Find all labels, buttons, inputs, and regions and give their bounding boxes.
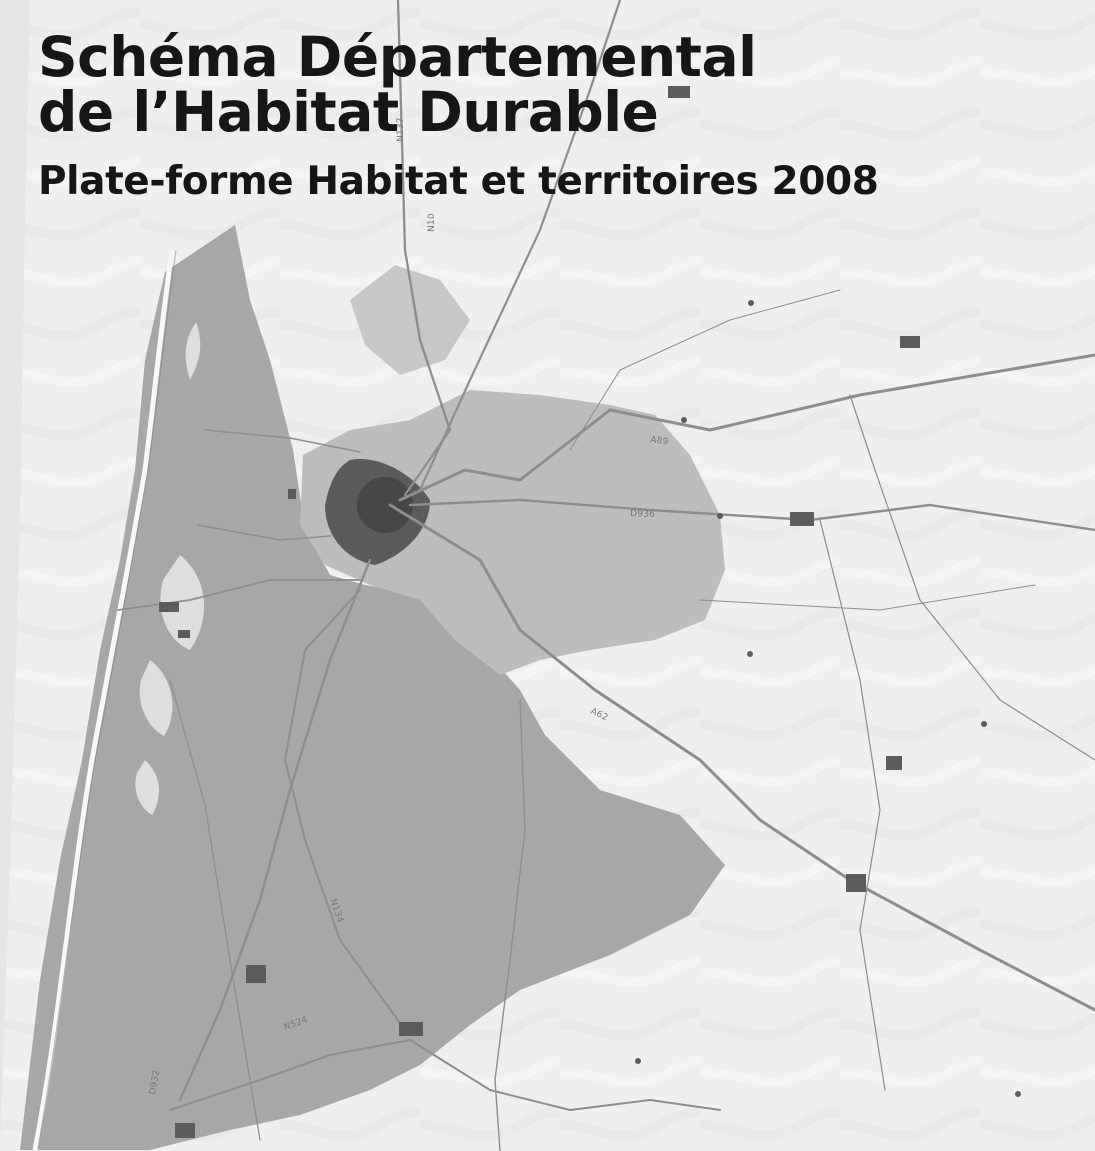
- central-zone: [300, 390, 725, 675]
- settlement: [175, 1123, 195, 1138]
- title-block: Schéma Départemental de l’Habitat Durabl…: [38, 30, 978, 202]
- settlement: [790, 512, 814, 526]
- coastal-road: [117, 579, 361, 611]
- road-label-a89: A89: [650, 435, 669, 447]
- road-label-n137: N137: [396, 117, 406, 142]
- inner-road: [169, 679, 261, 1141]
- lake-north: [185, 322, 201, 380]
- coastline-highlight: [32, 249, 175, 1151]
- settlement: [635, 1058, 641, 1064]
- settlement: [900, 336, 920, 348]
- road-label-n10: N10: [427, 213, 437, 232]
- title-line-1: Schéma Départemental: [38, 25, 757, 89]
- settlement: [981, 721, 987, 727]
- road-northeast: [849, 394, 1095, 761]
- settlement: [846, 874, 866, 892]
- road-n134: [178, 558, 372, 1102]
- settlement: [886, 756, 902, 770]
- road-n10: [418, 0, 622, 492]
- settlements: [159, 86, 1021, 1138]
- road-north-minor: [569, 289, 841, 451]
- road-d932: [169, 1039, 721, 1111]
- road-network: [117, 0, 1095, 1151]
- settlement: [246, 965, 266, 983]
- road-west: [204, 429, 361, 453]
- ocean: [0, 0, 30, 1151]
- road-east-vertical: [819, 519, 886, 1091]
- road-label-d936: D936: [630, 509, 655, 520]
- road-east-minor: [699, 584, 1036, 611]
- settlement: [668, 86, 690, 98]
- settlement: [717, 513, 723, 519]
- settlement: [399, 1022, 423, 1036]
- road-n137: [396, 0, 452, 497]
- coastal-zone: [20, 225, 725, 1150]
- road-n524: [284, 589, 406, 1031]
- small-lake: [135, 760, 160, 815]
- settlement: [681, 417, 687, 423]
- road-d936: [408, 498, 1095, 532]
- settlement: [159, 602, 179, 612]
- settlement: [288, 489, 296, 499]
- subtitle: Plate-forme Habitat et territoires 2008: [38, 159, 879, 204]
- lake-middle: [160, 555, 205, 650]
- estuary-zone: [350, 265, 470, 375]
- settlement: [747, 651, 753, 657]
- road-label-d932: D932: [148, 1069, 162, 1095]
- road-south: [494, 699, 526, 1151]
- coastline-edge: [37, 249, 177, 1149]
- road-peninsula: [197, 524, 331, 541]
- title-line-2: de l’Habitat Durable: [38, 80, 659, 144]
- city-core: [357, 477, 413, 533]
- settlement: [1015, 1091, 1021, 1097]
- road-a62: [388, 503, 1095, 1012]
- lake-south: [139, 660, 173, 736]
- road-a89: [398, 353, 1095, 502]
- settlement: [178, 630, 190, 638]
- settlement: [748, 300, 754, 306]
